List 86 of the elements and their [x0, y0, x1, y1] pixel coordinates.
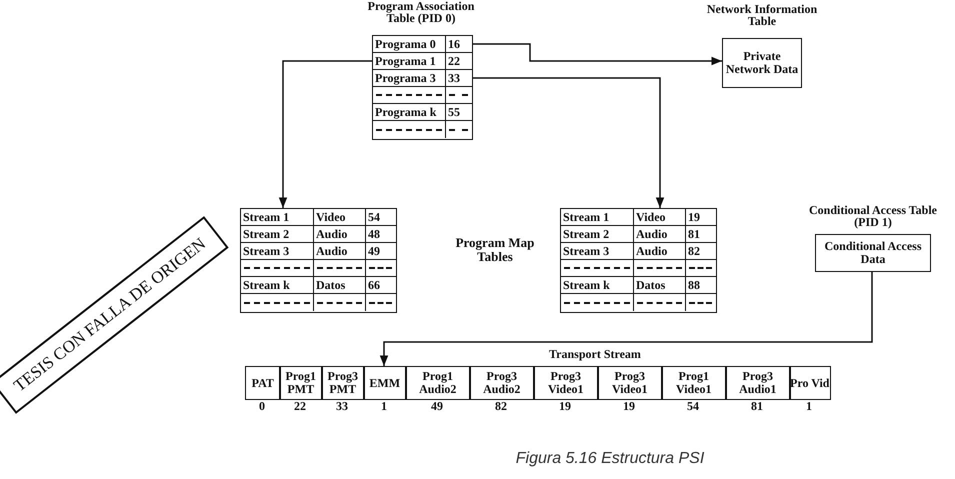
packet-cell: Prog3 Video1: [597, 366, 662, 400]
pid-value: 66: [365, 277, 395, 293]
packet-cell: Prog3 Audio1: [725, 366, 790, 400]
table-row: [561, 243, 716, 260]
table-frame: [240, 208, 397, 313]
packet-cell: Prog3 Video1: [533, 366, 598, 400]
pid-value: 81: [685, 226, 715, 242]
pid-number: 33: [335, 400, 349, 413]
arrow: [472, 43, 722, 66]
pid-value: 55: [445, 104, 471, 120]
table-row: [241, 209, 396, 226]
pid-value: 54: [365, 209, 395, 225]
table-row: [241, 277, 396, 294]
ellipsis-row: [241, 260, 396, 277]
table-cell-text: Stream k: [242, 277, 291, 293]
table-cell-text: Stream 3: [562, 243, 610, 259]
pid-number: 0: [258, 400, 266, 413]
table-row: [373, 70, 472, 87]
table-cell-text: Stream 3: [242, 243, 290, 259]
table-cell-text: Stream k: [562, 277, 611, 293]
table-cell-text: Stream 1: [562, 209, 610, 225]
pid-number: 81: [750, 400, 764, 413]
table-row: [561, 277, 716, 294]
pid-value: 19: [685, 209, 715, 225]
pid-value: 82: [685, 243, 715, 259]
table-row: [373, 104, 472, 121]
table-cell-text: Stream 1: [242, 209, 290, 225]
table-cell-text: Stream 2: [562, 226, 610, 242]
arrow: [278, 60, 373, 208]
pid-number: 49: [430, 400, 444, 413]
packet-cell: Prog3 PMT: [321, 366, 364, 400]
table-title: Program Association Table (PID 0): [366, 0, 476, 24]
table-cell: Video: [313, 209, 365, 225]
table-title: Conditional Access Table (PID 1): [808, 204, 938, 228]
packet-cell: Pro Vid: [789, 366, 830, 400]
pid-value: 48: [365, 226, 395, 242]
table-cell-text: Programa 0: [374, 36, 437, 52]
table-row: [561, 209, 716, 226]
stream-title: Transport Stream: [548, 348, 642, 360]
pid-number: 19: [622, 400, 636, 413]
pid-value: 22: [445, 53, 471, 69]
section-label: Program Map Tables: [454, 236, 536, 264]
table-cell-text: Programa k: [374, 104, 438, 120]
ellipsis-row: [373, 87, 472, 104]
box-text: Private Network Data: [724, 50, 800, 76]
table-row: [561, 226, 716, 243]
table-cell: Audio: [633, 243, 685, 259]
pid-number: 54: [686, 400, 700, 413]
data-box: [722, 38, 802, 88]
table-cell: Audio: [633, 226, 685, 242]
packet-cell: Prog3 Audio2: [469, 366, 534, 400]
pid-value: 33: [445, 70, 471, 86]
box-text: Conditional Access Data: [823, 240, 922, 266]
table-cell: Audio: [313, 226, 365, 242]
table-frame: [372, 35, 473, 140]
table-title: Network Information Table: [706, 3, 818, 27]
packet-cell: EMM: [363, 366, 406, 400]
table-cell: Video: [633, 209, 685, 225]
packet-cell: Prog1 PMT: [279, 366, 322, 400]
table-cell: Audio: [313, 243, 365, 259]
packet-cell: PAT: [245, 366, 280, 400]
packet-cell: Prog1 Audio2: [405, 366, 470, 400]
table-row: [241, 226, 396, 243]
data-box: [815, 234, 931, 272]
ellipsis-row: [561, 260, 716, 277]
pid-number: 1: [805, 400, 813, 413]
pid-value: 49: [365, 243, 395, 259]
pid-number: 82: [494, 400, 508, 413]
table-row: [241, 243, 396, 260]
arrow: [472, 77, 664, 208]
table-row: [373, 53, 472, 70]
pid-number: 19: [558, 400, 572, 413]
pid-number: 1: [380, 400, 388, 413]
table-cell-text: Stream 2: [242, 226, 290, 242]
packet-cell: Prog1 Video1: [661, 366, 726, 400]
pid-value: 88: [685, 277, 715, 293]
table-cell: Datos: [313, 277, 365, 293]
pid-value: 16: [445, 36, 471, 52]
table-frame: [560, 208, 717, 313]
table-row: [373, 36, 472, 53]
table-cell-text: Programa 3: [374, 70, 437, 86]
table-cell-text: Programa 1: [374, 53, 437, 69]
table-cell: Datos: [633, 277, 685, 293]
arrow: [380, 272, 873, 366]
figure-caption: Figura 5.16 Estructura PSI: [514, 450, 706, 468]
pid-number: 22: [293, 400, 307, 413]
